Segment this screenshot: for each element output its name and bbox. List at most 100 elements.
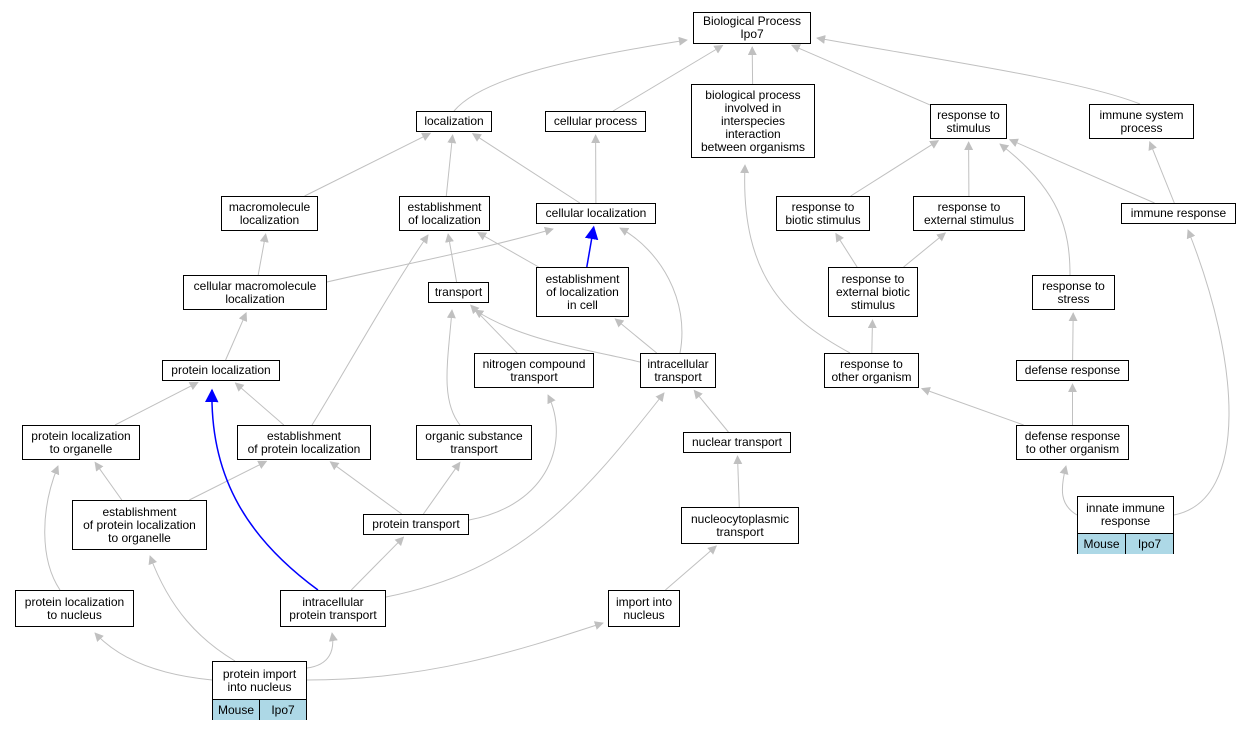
edge-establishment-of-localization-to-localization xyxy=(445,134,457,197)
node-label-line: process xyxy=(1120,120,1163,135)
node-label-line: interaction xyxy=(725,126,781,141)
node-label-line: localization xyxy=(424,114,484,128)
node-label-line: cellular process xyxy=(553,114,638,128)
node-protein-localization[interactable]: protein localization xyxy=(162,360,280,381)
node-label-line: other organism xyxy=(831,369,912,384)
edge-nuclear-transport-to-intracellular-transport xyxy=(693,389,729,433)
edge-protein-localization-to-organelle-to-protein-localization xyxy=(114,381,199,426)
node-label-line: response to xyxy=(937,107,1000,122)
node-label-line: in cell xyxy=(567,297,598,312)
edge-nucleocytoplasmic-transport-to-nuclear-transport xyxy=(733,455,743,508)
edge-establishment-of-protein-localization-to-protein-localization xyxy=(234,382,285,426)
node-label-line: protein localization xyxy=(31,428,131,443)
node-label-line: protein import xyxy=(222,666,297,681)
edge-response-to-stress-to-response-to-stimulus xyxy=(999,143,1071,276)
node-label-line: protein localization xyxy=(171,363,271,377)
edge-response-to-biotic-stimulus-to-response-to-stimulus xyxy=(850,140,940,197)
node-label-line: localization xyxy=(225,291,285,306)
node-label-line: establishment xyxy=(545,271,620,286)
node-label-line: intracellular xyxy=(647,356,709,371)
node-label-line: biotic stimulus xyxy=(785,212,861,227)
edge-cellular-macromolecule-localization-to-cellular-localization xyxy=(326,226,554,283)
node-transport[interactable]: transport xyxy=(428,282,489,303)
edge-protein-import-into-nucleus-to-import-into-nucleus xyxy=(306,621,604,681)
node-label-line: immune system xyxy=(1099,107,1184,122)
node-label-line: protein localization xyxy=(24,594,125,609)
edge-establishment-of-localization-in-cell-to-cellular-localization xyxy=(584,225,599,268)
node-label-line: innate immune xyxy=(1086,501,1165,515)
edge-immune-system-process-to-bp xyxy=(816,34,1141,105)
node-label-line: stimulus xyxy=(850,297,895,312)
node-localization[interactable]: localization xyxy=(416,111,492,132)
edge-establishment-of-localization-in-cell-to-establishment-of-localization xyxy=(477,232,539,268)
node-label-line: of protein localization xyxy=(83,517,196,532)
node-immune-response[interactable]: immune response xyxy=(1121,203,1236,224)
node-nuclear-transport[interactable]: nuclear transport xyxy=(683,432,791,453)
edge-intracellular-transport-to-cellular-localization xyxy=(619,227,683,354)
edge-intracellular-protein-transport-to-protein-localization xyxy=(204,388,319,591)
node-label-line: organic substance xyxy=(425,428,523,443)
edge-defense-response-to-response-to-stress xyxy=(1068,312,1078,361)
node-label-line: nucleocytoplasmic xyxy=(690,511,790,526)
edge-macromolecule-localization-to-localization xyxy=(304,132,432,197)
node-label-line: Ipo7 xyxy=(740,27,764,41)
edge-protein-import-into-nucleus-to-intracellular-protein-transport xyxy=(306,632,338,669)
species-cell: Mouse xyxy=(1078,534,1125,554)
node-label-line: defense response xyxy=(1024,363,1121,377)
node-defense-response[interactable]: defense response xyxy=(1016,360,1129,381)
node-cellular-process[interactable]: cellular process xyxy=(545,111,646,132)
node-label-line: transport xyxy=(434,285,483,299)
node-label-line: transport xyxy=(654,369,702,384)
node-label-line: biological process xyxy=(705,87,801,102)
edge-establishment-of-protein-localization-to-establishment-of-localization xyxy=(311,234,429,426)
node-label-line: transport xyxy=(450,441,498,456)
node-label-line: Biological Process xyxy=(702,14,802,28)
edge-transport-to-establishment-of-localization xyxy=(445,233,458,283)
node-label-line: import into xyxy=(615,594,673,609)
edge-intracellular-transport-to-establishment-of-localization-in-cell xyxy=(614,318,658,354)
node-label-line: response to xyxy=(791,199,855,214)
node-cellular-localization[interactable]: cellular localization xyxy=(536,203,656,224)
node-protein-transport[interactable]: protein transport xyxy=(363,514,469,535)
node-label-line: establishment xyxy=(407,199,482,214)
species-cell: Mouse xyxy=(213,700,259,720)
node-label-line: response to xyxy=(840,356,903,371)
node-label-line: of localization xyxy=(408,212,481,227)
edge-cellular-process-to-bp xyxy=(612,45,724,112)
edge-response-to-external-biotic-stimulus-to-response-to-biotic-stimulus xyxy=(835,232,858,268)
node-label-line: localization xyxy=(239,212,300,227)
edge-response-to-external-biotic-stimulus-to-response-to-external-stimulus xyxy=(903,232,946,268)
edge-protein-transport-to-nitrogen-compound-transport xyxy=(468,394,557,521)
node-label-line: of protein localization xyxy=(247,441,361,456)
